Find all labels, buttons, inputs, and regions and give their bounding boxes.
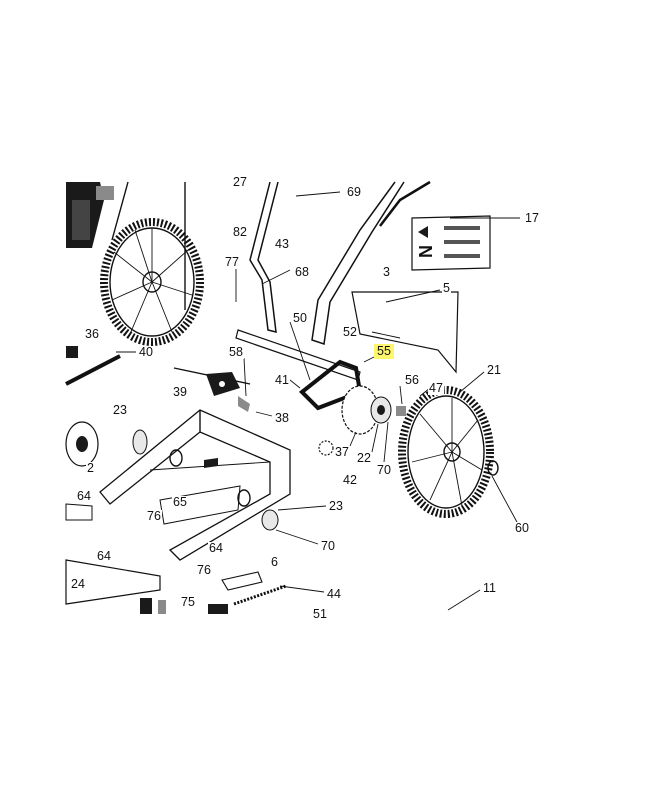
handle-bars [111, 180, 431, 345]
part-label-3: 3 [382, 265, 391, 279]
chassis-frame [99, 409, 291, 561]
part-label-17: 17 [524, 211, 540, 225]
drive-belt [298, 359, 363, 411]
part-label-24: 24 [70, 577, 86, 591]
bracket-and-spring [208, 571, 287, 614]
part-label-47: 47 [428, 381, 444, 395]
part-label-39: 39 [172, 385, 188, 399]
part-label-41: 41 [274, 373, 290, 387]
gearbox [173, 367, 251, 412]
small-wheel-left [132, 429, 148, 455]
part-label-36: 36 [84, 327, 100, 341]
part-label-56: 56 [404, 373, 420, 387]
pulley-and-gear [318, 385, 406, 456]
part-label-52: 52 [342, 325, 358, 339]
control-plate: N [411, 215, 491, 271]
part-label-40: 40 [138, 345, 154, 359]
part-label-64-lower: 64 [96, 549, 112, 563]
part-label-58: 58 [228, 345, 244, 359]
part-label-70-upper: 70 [376, 463, 392, 477]
part-label-38: 38 [274, 411, 290, 425]
leader-lines [116, 191, 520, 611]
part-label-65: 65 [172, 495, 188, 509]
part-label-2: 2 [86, 461, 95, 475]
part-label-6: 6 [270, 555, 279, 569]
left-rear-wheel [100, 218, 204, 346]
part-label-42: 42 [342, 473, 358, 487]
left-parts-fragments [65, 346, 166, 614]
part-label-76-lower: 76 [196, 563, 212, 577]
part-label-44: 44 [326, 587, 342, 601]
part-label-70-lower: 70 [320, 539, 336, 553]
part-label-64-upper: 64 [76, 489, 92, 503]
part-label-37: 37 [334, 445, 350, 459]
part-label-64-middle: 64 [208, 541, 224, 555]
svg-text:N: N [416, 245, 436, 258]
part-label-55-highlighted: 55 [374, 344, 394, 359]
part-label-51: 51 [312, 607, 328, 621]
part-label-27: 27 [232, 175, 248, 189]
part-label-82: 82 [232, 225, 248, 239]
part-label-69: 69 [346, 185, 362, 199]
part-label-21: 21 [486, 363, 502, 377]
part-label-76-upper: 76 [146, 509, 162, 523]
part-label-75: 75 [180, 595, 196, 609]
small-wheel-right [261, 509, 279, 531]
right-rear-wheel [398, 386, 499, 518]
part-label-11: 11 [482, 581, 497, 595]
engine-fragment [66, 182, 114, 248]
part-label-22: 22 [356, 451, 372, 465]
guard-plate [351, 291, 459, 374]
part-label-23-lower: 23 [328, 499, 344, 513]
part-label-68: 68 [294, 265, 310, 279]
part-label-5: 5 [442, 281, 451, 295]
part-label-23-upper: 23 [112, 403, 128, 417]
part-label-60: 60 [514, 521, 530, 535]
part-label-77: 77 [224, 255, 240, 269]
part-label-50: 50 [292, 311, 308, 325]
part-label-43: 43 [274, 237, 290, 251]
